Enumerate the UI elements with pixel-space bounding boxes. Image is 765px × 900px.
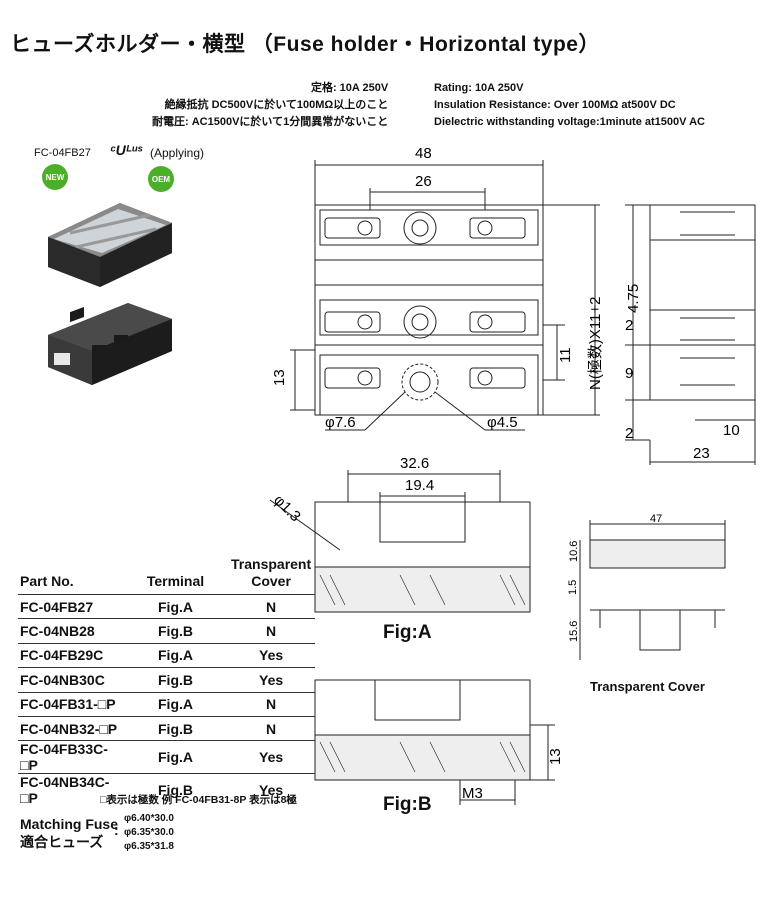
cell-terminal: Fig.A [124, 642, 227, 668]
dim-13c: 13 [547, 748, 560, 765]
fig-a-label: Fig:A [383, 622, 432, 643]
cell-cover: Yes [227, 740, 316, 774]
fig-a-drawing: 32.6 19.4 φ1.3 [269, 455, 531, 613]
dim-phi-45: φ4.5 [487, 414, 518, 431]
ul-mark-icon: ᶜUᴸᵘˢ [110, 142, 143, 158]
fig-b-label: Fig:B [383, 794, 432, 815]
dim-475: 4.75 [625, 284, 642, 313]
dim-11: 11 [557, 347, 574, 363]
cell-part: FC-04FB31-□P [18, 691, 124, 717]
spec-jp-line: 定格: 10A 250V [310, 82, 389, 94]
cell-part: FC-04NB32-□P [18, 715, 124, 741]
fuse-colon: : [114, 822, 119, 838]
fig-b-drawing: 13 M3 [314, 679, 560, 805]
table-header-row: Part No. Terminal Transparent Cover [18, 556, 315, 595]
new-badge: NEW [42, 164, 68, 190]
col-terminal: Terminal [146, 573, 205, 589]
cell-terminal: Fig.A [124, 691, 227, 717]
cell-part: FC-04FB29C [18, 642, 124, 668]
matching-fuse-en: Matching Fuse [20, 816, 119, 832]
dim-156: 15.6 [568, 621, 580, 642]
dim-106: 10.6 [568, 541, 580, 562]
cell-cover: Yes [227, 642, 316, 668]
cell-terminal: Fig.A [124, 593, 227, 619]
cell-cover: N [227, 618, 316, 644]
fuse-item: φ6.35*31.8 [124, 841, 174, 852]
dim-2b: 2 [625, 425, 633, 442]
page-title: ヒューズホルダー・横型 （Fuse holder・Horizontal type… [10, 33, 600, 56]
cell-cover: N [227, 691, 316, 717]
spec-en-line: Dielectric withstanding voltage:1minute … [434, 116, 705, 128]
cell-terminal: Fig.B [124, 773, 227, 807]
dim-phi-76: φ7.6 [325, 414, 356, 431]
fuse-list: φ6.40*30.0 φ6.35*30.0 φ6.35*31.8 [124, 812, 174, 854]
dim-m3: M3 [462, 785, 483, 802]
col-part-no: Part No. [20, 573, 74, 589]
model-label: FC-04FB27 [34, 147, 91, 159]
dim-48: 48 [415, 145, 432, 162]
cell-terminal: Fig.B [124, 618, 227, 644]
specs-en: Rating: 10A 250V Insulation Resistance: … [434, 80, 705, 131]
cell-cover: Yes [227, 773, 316, 807]
dim-13: 13 [271, 369, 288, 386]
cell-terminal: Fig.A [124, 740, 227, 774]
matching-fuse-label: Matching Fuse 適合ヒューズ [20, 815, 118, 851]
cell-part: FC-04NB30C [18, 667, 124, 693]
dim-nx: N(極数)X11+2 [587, 296, 604, 390]
product-photo [48, 203, 172, 385]
cell-cover: N [227, 715, 316, 741]
cell-part: FC-04FB33C-□P [18, 740, 124, 774]
applying-label: (Applying) [150, 146, 205, 160]
col-cover: Transparent Cover [231, 556, 312, 589]
dim-26: 26 [415, 173, 432, 190]
cell-cover: Yes [227, 667, 316, 693]
dim-23: 23 [693, 445, 710, 462]
cell-part: FC-04NB28 [18, 618, 124, 644]
top-view-drawing: 48 26 13 11 N(極数)X11+2 φ7.6 φ4.5 4.75 2 … [271, 145, 756, 465]
spec-jp-line: 耐電圧: AC1500Vに於いて1分間異常がないこと [152, 116, 389, 128]
spec-en-line: Rating: 10A 250V [434, 82, 524, 94]
oem-badge: OEM [148, 166, 174, 192]
fuse-item: φ6.40*30.0 [124, 813, 174, 824]
transparent-cover-drawing: 47 10.6 1.5 15.6 [567, 513, 726, 660]
cell-terminal: Fig.B [124, 667, 227, 693]
fuse-item: φ6.35*30.0 [124, 827, 174, 838]
pole-note: □表示は極数 例 FC-04FB31-8P 表示は8極 [100, 794, 297, 806]
dim-2a: 2 [625, 317, 633, 334]
cell-cover: N [227, 593, 316, 619]
dim-9: 9 [625, 365, 633, 382]
spec-en-line: Insulation Resistance: Over 100MΩ at500V… [434, 99, 676, 111]
dim-10: 10 [723, 422, 740, 439]
dim-194: 19.4 [405, 477, 434, 494]
dim-47: 47 [650, 513, 662, 525]
spec-jp-line: 絶縁抵抗 DC500Vに於いて100MΩ以上のこと [164, 99, 389, 111]
transparent-cover-label: Transparent Cover [590, 679, 705, 694]
cell-part: FC-04FB27 [18, 593, 124, 619]
cell-part: FC-04NB34C-□P [18, 773, 124, 807]
matching-fuse-jp: 適合ヒューズ [20, 834, 104, 850]
parts-table: Part No. Terminal Transparent Cover FC-0… [18, 556, 316, 807]
dim-326: 32.6 [400, 455, 429, 472]
cell-terminal: Fig.B [124, 715, 227, 741]
specs-jp: 定格: 10A 250V 絶縁抵抗 DC500Vに於いて100MΩ以上のこと 耐… [128, 80, 388, 131]
dim-15: 1.5 [567, 580, 579, 595]
